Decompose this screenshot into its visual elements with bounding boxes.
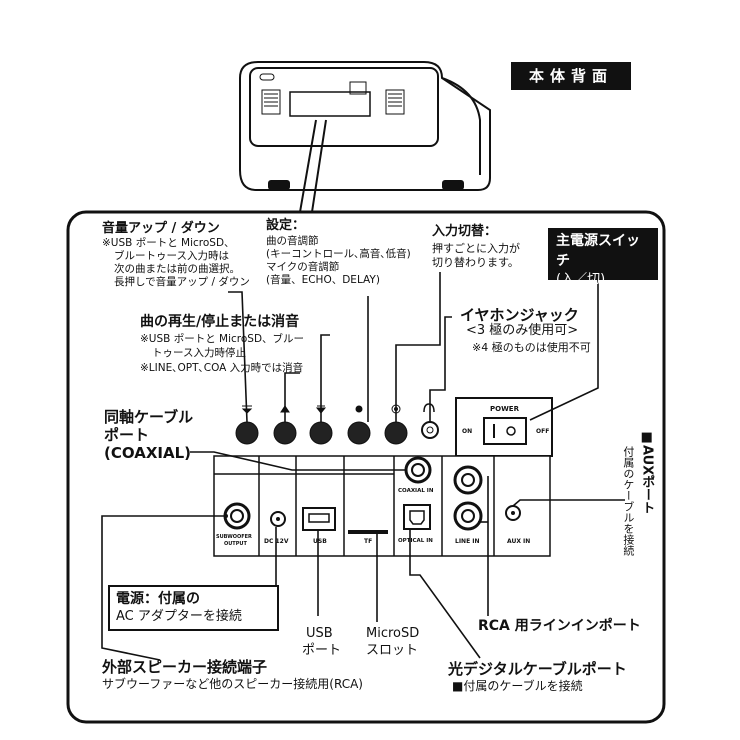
coaxial-line-1: 同軸ケーブル <box>104 408 194 426</box>
panel-off: OFF <box>536 428 550 435</box>
power-switch <box>483 417 527 445</box>
speaker-vents <box>264 93 402 107</box>
microsd-line-1: MicroSD <box>366 626 420 641</box>
main-power-sub: (入／切) <box>556 272 606 288</box>
external-sub: サブウーファーなど他のスピーカー接続用(RCA) <box>102 677 363 691</box>
usb-line-2: ポート <box>302 643 342 658</box>
play-note-3: ※LINE､OPT､COA 入力時では消音 <box>140 362 304 374</box>
volume-note-1: ※USB ポートと MicroSD、 <box>102 237 235 249</box>
earphone-note: ※4 極のものは使用不可 <box>472 341 591 354</box>
tf-slot <box>348 530 388 534</box>
settings-line-1: 曲の音調節 <box>266 235 319 247</box>
panel-subwoofer: SUBWOOFER <box>216 534 252 540</box>
leader-lines <box>101 263 625 661</box>
speaker-unit <box>239 61 491 191</box>
dc-line-2: AC アダプターを接続 <box>116 609 242 624</box>
panel-aux-in: AUX IN <box>507 538 531 545</box>
play-note-1: ※USB ポートと MicroSD、ブルー <box>140 333 305 345</box>
zoom-leader <box>299 119 327 213</box>
button-glyphs <box>241 403 435 414</box>
panel-power: POWER <box>490 405 519 413</box>
aux-title: ■AUXポート <box>639 430 655 515</box>
earphone-title: イヤホンジャック <box>460 306 579 324</box>
rear-view-badge: 本体背面 <box>511 62 631 90</box>
panel-optical-in: OPTICAL IN <box>398 538 433 544</box>
control-buttons <box>235 421 408 445</box>
volume-title: 音量アップ / ダウン <box>102 221 220 236</box>
panel-output: OUTPUT <box>224 541 247 547</box>
panel-dc12: DC 12V <box>264 538 289 545</box>
external-title: 外部スピーカー接続端子 <box>102 658 268 676</box>
coaxial-line-3: (COAXIAL) <box>104 444 191 462</box>
input-switch-line-2: 切り替わります。 <box>432 256 519 269</box>
input-switch-title: 入力切替： <box>432 224 498 239</box>
settings-line-4: (音量、ECHO、DELAY) <box>266 274 380 286</box>
panel-usb: USB <box>313 538 327 545</box>
settings-title: 設定： <box>266 218 306 233</box>
optical-title: 光デジタルケーブルポート <box>448 660 627 678</box>
panel-on: ON <box>462 428 473 435</box>
volume-note-2: ブルートゥース入力時は <box>114 250 229 262</box>
settings-line-2: (キーコントロール､高音､低音) <box>266 248 411 260</box>
main-power-title: 主電源スイッチ <box>556 233 640 269</box>
main-frame <box>66 210 666 724</box>
earphone-sub: <3 極のみ使用可> <box>466 323 579 338</box>
usb-line-1: USB <box>306 626 333 641</box>
rca-label: RCA 用ラインインポート <box>478 618 641 634</box>
volume-note-4: 長押しで音量アップ / ダウン <box>114 276 250 288</box>
microsd-line-2: スロット <box>366 643 419 658</box>
dc-line-1: 電源：付属の <box>116 591 200 607</box>
coaxial-line-2: ポート <box>104 426 150 444</box>
rear-panel <box>213 455 551 557</box>
main-power-label: 主電源スイッチ (入／切) <box>548 228 658 287</box>
optical-sub: ■付属のケーブルを接続 <box>452 679 583 693</box>
panel-tf: TF <box>364 538 373 545</box>
speaker-feet <box>268 180 464 190</box>
aux-sub: 付属のケーブルを接続 <box>621 446 635 556</box>
play-note-2: トゥース入力時停止 <box>152 347 246 359</box>
panel-line-in: LINE IN <box>455 538 480 545</box>
volume-note-3: 次の曲または前の曲選択。 <box>114 263 240 275</box>
input-switch-line-1: 押すごとに入力が <box>432 242 520 255</box>
settings-line-3: マイクの音調節 <box>266 261 340 273</box>
panel-coaxial-in: COAXIAL IN <box>398 488 434 494</box>
dc-power-box <box>108 585 279 631</box>
play-title: 曲の再生/停止または消音 <box>140 314 300 330</box>
